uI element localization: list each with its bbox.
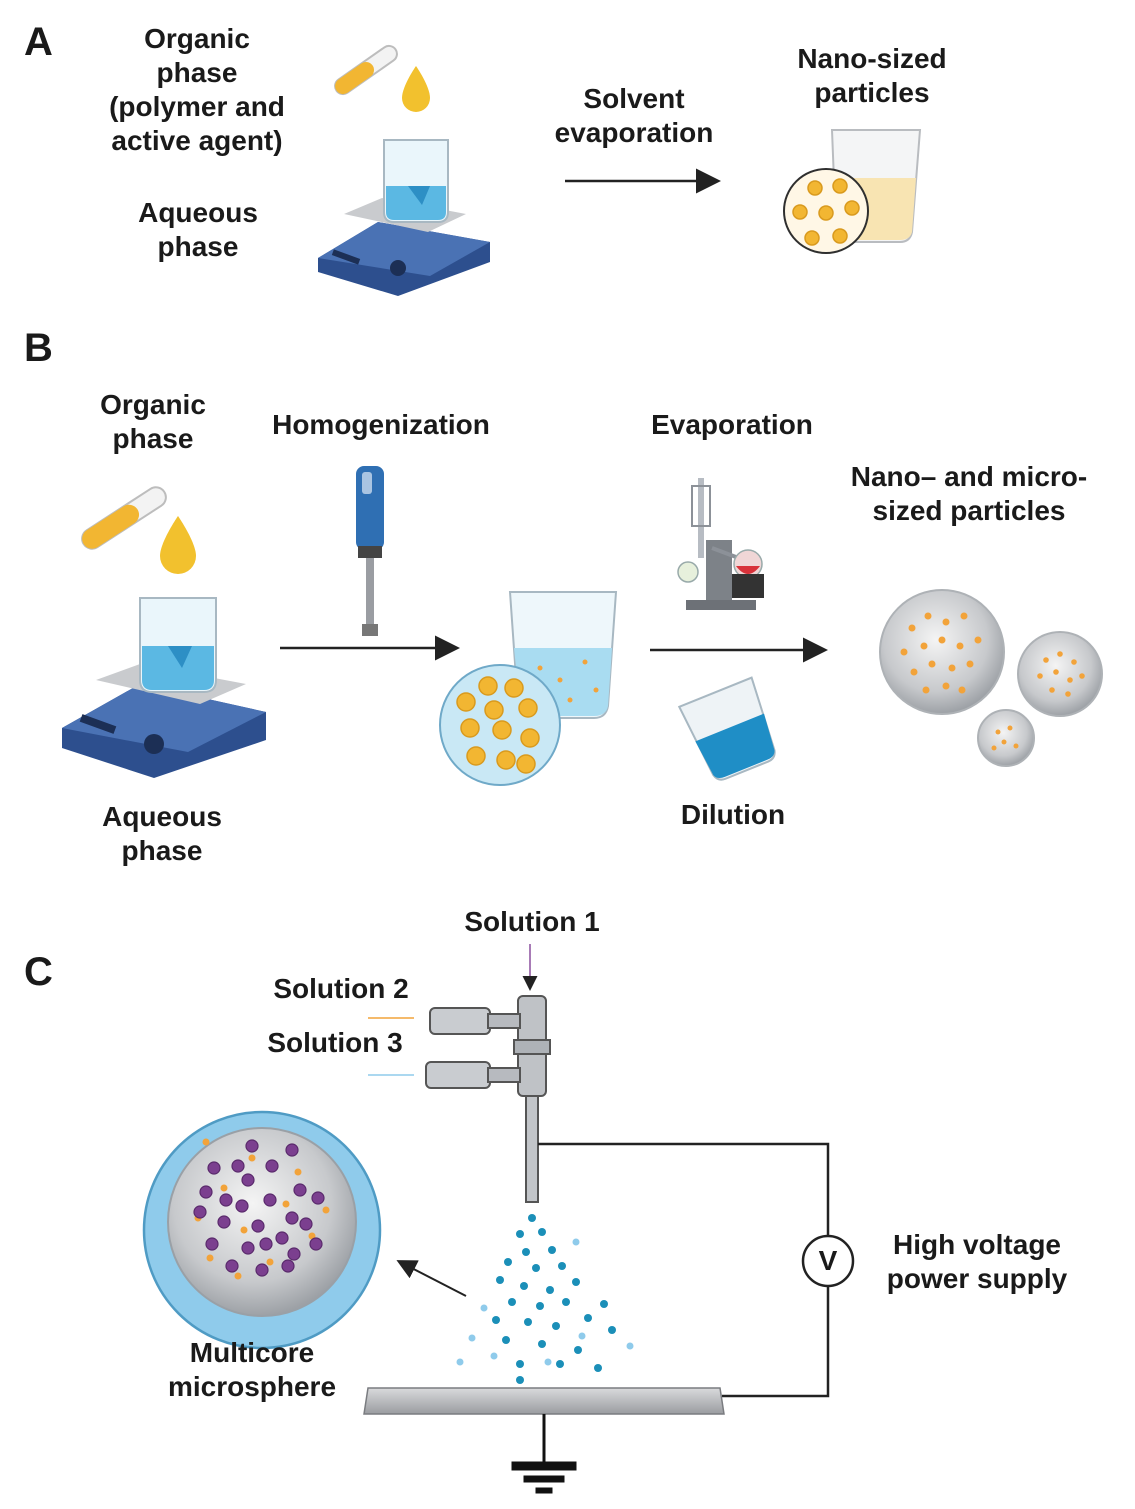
a-particle-zoom-circle	[783, 168, 869, 254]
b-emulsion-zoom-circle	[439, 664, 561, 786]
a-droplet-icon	[402, 66, 430, 112]
b-evaporation-label: Evaporation	[651, 409, 813, 440]
c-solution3-label: Solution 3	[267, 1027, 403, 1058]
c-collector-plate	[363, 1387, 725, 1415]
b-dilution-label: Dilution	[680, 799, 786, 830]
a-aqueous-phase-label: Aqueous phase	[138, 197, 258, 262]
a-nano-sized-particles-label: Nano-sized particles	[797, 43, 947, 108]
panel-a-letter: A	[24, 20, 53, 64]
b-homogenization-label: Homogenization	[272, 409, 490, 440]
c-power-supply-label: High voltage power supply	[886, 1229, 1068, 1294]
b-particle-spheres-icon	[879, 589, 1103, 767]
c-coaxial-nozzle-icon	[425, 995, 551, 1203]
panel-c-letter: C	[24, 950, 53, 994]
b-homogenizer-icon	[356, 466, 384, 636]
panel-b-letter: B	[24, 326, 53, 370]
b-nano-micro-particles-label: Nano– and micro- sized particles	[850, 461, 1088, 526]
c-solution2-label: Solution 2	[273, 973, 409, 1004]
b-beaker-icon	[139, 597, 217, 693]
c-multicore-microsphere-icon	[142, 1110, 382, 1350]
c-voltmeter-icon	[801, 1234, 855, 1288]
b-rotary-evaporator-icon	[677, 478, 764, 610]
b-droplet-icon	[160, 516, 196, 574]
a-organic-phase-label: Organic phase (polymer and active agent)	[109, 23, 285, 156]
c-voltmeter-symbol: V	[818, 1245, 838, 1276]
b-dilution-beaker-icon	[677, 676, 776, 781]
c-ground-icon	[511, 1414, 577, 1494]
c-result-arrow	[396, 1260, 467, 1297]
c-circuit-wire	[538, 1142, 830, 1398]
c-solution1-label: Solution 1	[464, 906, 600, 937]
a-test-tube-icon	[334, 44, 398, 96]
b-organic-phase-label: Organic phase	[100, 389, 206, 454]
a-beaker-icon	[383, 139, 449, 223]
b-hot-plate-stirrer-icon	[62, 664, 266, 778]
b-test-tube-icon	[81, 486, 167, 550]
b-aqueous-phase-label: Aqueous phase	[102, 801, 222, 866]
c-multicore-microsphere-label: Multicore microsphere	[167, 1337, 337, 1402]
a-solvent-evaporation-label: Solvent evaporation	[554, 83, 714, 148]
c-spray-droplets	[456, 1214, 634, 1384]
